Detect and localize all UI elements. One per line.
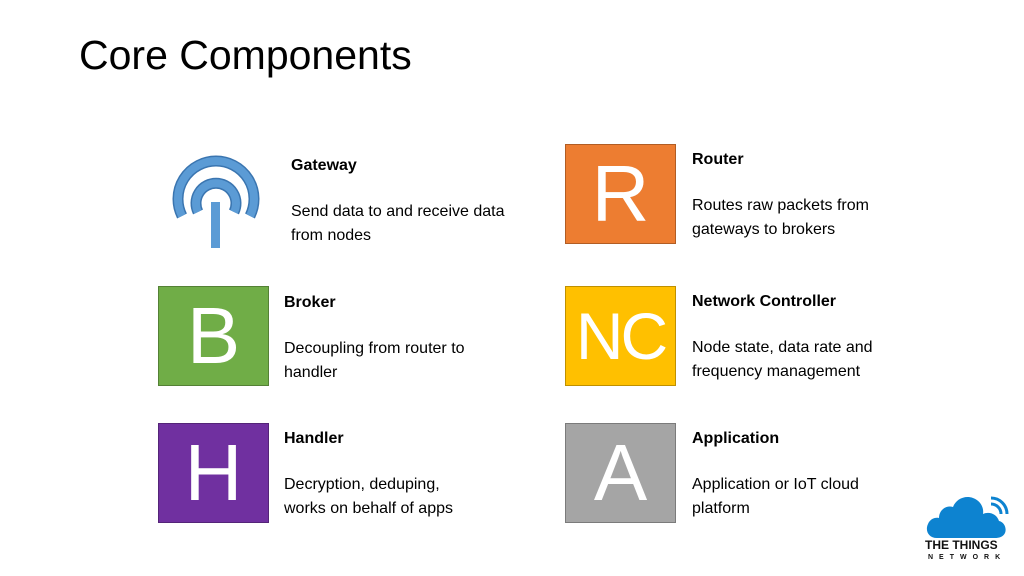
ttn-logo: THE THINGS NETWORK [922,494,1014,568]
handler-tile: H [158,423,269,523]
page-title: Core Components [79,32,412,78]
router-tile: R [565,144,676,244]
network-controller-tile: NC [565,286,676,386]
gateway-description: Gateway Send data to and receive data fr… [291,154,511,248]
handler-letter: H [184,428,243,517]
router-heading: Router [692,151,744,168]
radio-tower-icon [172,155,260,248]
router-letter: R [591,149,650,238]
cloud-icon [926,496,1009,538]
application-tile: A [565,423,676,523]
gateway-body: Send data to and receive data from nodes [291,203,505,244]
application-body: Application or IoT cloud platform [692,476,859,517]
broker-letter: B [186,291,241,380]
broker-description: Broker Decoupling from router to handler [284,291,484,385]
application-description: Application Application or IoT cloud pla… [692,427,892,521]
router-description: Router Routes raw packets from gateways … [692,148,912,242]
network-controller-description: Network Controller Node state, data rate… [692,290,912,384]
handler-body: Decryption, deduping, works on behalf of… [284,476,453,517]
application-letter: A [593,428,648,517]
gateway-heading: Gateway [291,157,357,174]
handler-description: Handler Decryption, deduping, works on b… [284,427,484,521]
handler-heading: Handler [284,430,344,447]
broker-body: Decoupling from router to handler [284,340,465,381]
logo-subtitle: NETWORK [928,554,1007,561]
broker-tile: B [158,286,269,386]
network-controller-heading: Network Controller [692,293,837,310]
logo-title: THE THINGS [925,538,998,552]
application-heading: Application [692,430,780,447]
network-controller-letter: NC [575,299,668,373]
broker-heading: Broker [284,294,336,311]
network-controller-body: Node state, data rate and frequency mana… [692,339,873,380]
router-body: Routes raw packets from gateways to brok… [692,197,869,238]
